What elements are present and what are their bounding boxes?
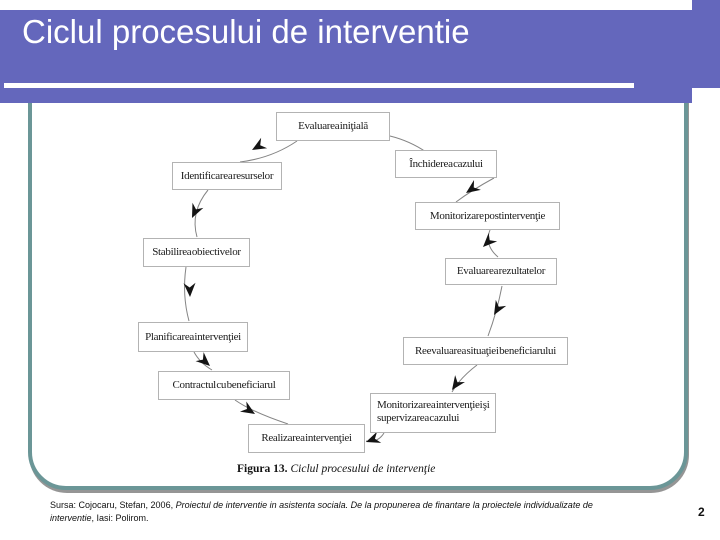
diagram-node-monitorizare-postinterventie: Monitorizare postintervenţie bbox=[415, 202, 560, 230]
diagram-node-inchiderea-cazului: Închiderea cazului bbox=[395, 150, 497, 178]
diagram-node-planificarea-interventiei: Planificarea intervenţiei bbox=[138, 322, 248, 352]
figure-caption: Figura 13.Ciclul procesului de intervenţ… bbox=[237, 463, 435, 475]
page-number: 2 bbox=[698, 505, 705, 519]
diagram-node-identificarea-resurselor: Identificarea resurselor bbox=[172, 162, 282, 190]
source-prefix: Sursa: Cojocaru, Stefan, 2006, bbox=[50, 500, 176, 510]
title-bar: Ciclul procesului de interventie bbox=[0, 10, 692, 103]
diagram-node-realizarea-interventiei: Realizarea intervenţiei bbox=[248, 424, 365, 453]
corner-decoration bbox=[692, 0, 720, 88]
diagram-node-monitorizarea-interventiei: Monitorizarea intervenţiei şi supervizar… bbox=[370, 393, 496, 433]
diagram-node-stabilirea-obiectivelor: Stabilirea obiectivelor bbox=[143, 238, 250, 267]
slide-title: Ciclul procesului de interventie bbox=[22, 13, 470, 50]
source-citation: Sursa: Cojocaru, Stefan, 2006, Proiectul… bbox=[50, 499, 630, 525]
figure-caption-title: Ciclul procesului de intervenţie bbox=[290, 463, 436, 475]
diagram-node-contractul-cu-beneficiarul: Contractul cu beneficiarul bbox=[158, 371, 290, 400]
diagram-node-evaluarea-initiala: Evaluarea iniţială bbox=[276, 112, 390, 141]
source-suffix: , Iasi: Polirom. bbox=[91, 513, 149, 523]
diagram-node-reevaluarea-situatiei: Reevaluarea situaţiei beneficiarului bbox=[403, 337, 568, 365]
source-book-title: Proiectul de interventie in asistenta so… bbox=[50, 500, 593, 523]
figure-caption-label: Figura 13. bbox=[237, 463, 288, 475]
diagram-node-evaluarea-rezultatelor: Evaluarea rezultatelor bbox=[445, 258, 557, 285]
title-underline bbox=[4, 83, 634, 88]
